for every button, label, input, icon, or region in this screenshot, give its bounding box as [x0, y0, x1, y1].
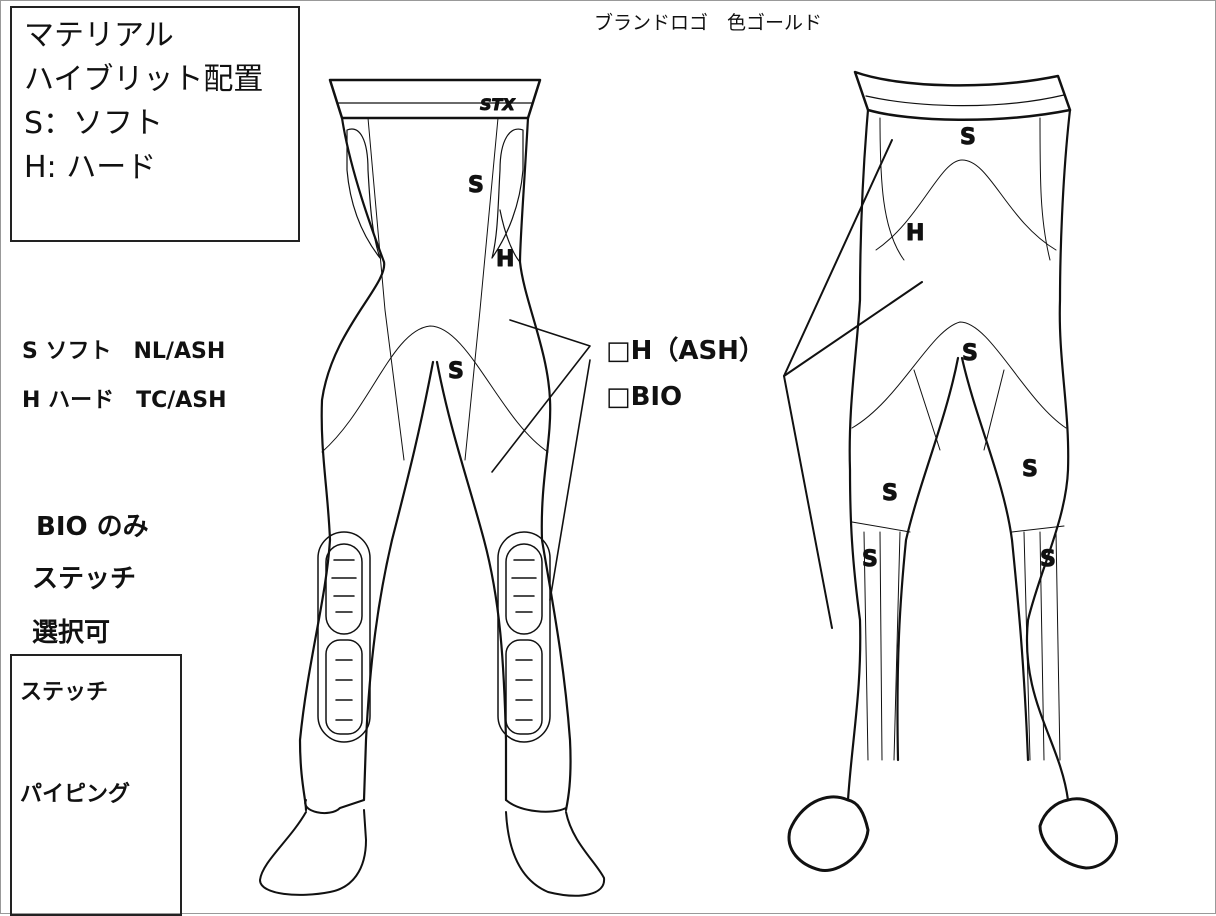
- front-zone-s-crotch: S: [448, 359, 464, 384]
- legend-hard: H: ハード: [24, 150, 157, 185]
- legend-soft: S：ソフト: [24, 106, 164, 141]
- back-zone-s-left-thigh: S: [882, 481, 898, 506]
- bio-only-note: BIO のみ: [36, 512, 149, 542]
- back-view: [783, 70, 1119, 872]
- front-zone-s-top: S: [468, 173, 484, 198]
- back-zone-s-right-thigh: S: [1022, 457, 1038, 482]
- back-zone-h: H: [906, 221, 924, 246]
- legend-title: マテリアル: [24, 18, 174, 53]
- stitch-label: ステッチ: [20, 680, 109, 705]
- back-zone-s-middle: S: [962, 341, 978, 366]
- back-zone-s-left-calf: S: [862, 547, 878, 572]
- back-zone-s-top: S: [960, 125, 976, 150]
- material-hard-label: H ハード TC/ASH: [22, 388, 227, 413]
- legend-box: マテリアル ハイブリット配置 S：ソフト H: ハード: [10, 6, 300, 242]
- piping-label: パイピング: [20, 782, 131, 807]
- material-soft-label: S ソフト NL/ASH: [22, 339, 226, 364]
- selectable-note: 選択可: [32, 618, 111, 648]
- option-bio: □BIO: [606, 382, 683, 412]
- back-zone-s-right-calf: S: [1040, 547, 1056, 572]
- brand-logo-note: ブランドロゴ 色ゴールド: [594, 12, 823, 34]
- stitch-note: ステッチ: [32, 564, 137, 594]
- legend-hybrid-layout: ハイブリット配置: [24, 62, 264, 97]
- stitch-piping-box: ステッチ パイピング: [10, 654, 182, 916]
- front-zone-h: H: [496, 247, 514, 272]
- front-view: [259, 78, 606, 897]
- option-h-ash: □H（ASH）: [606, 336, 765, 366]
- front-logo: STX: [480, 95, 515, 114]
